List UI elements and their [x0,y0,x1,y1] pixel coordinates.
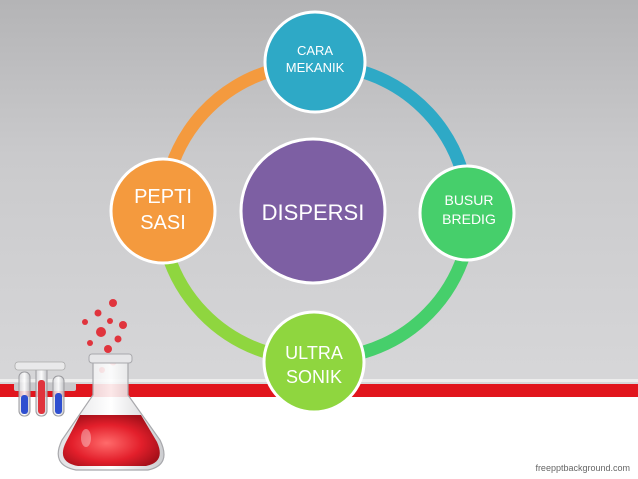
flask-liquid [62,415,160,466]
node-bottom-label-line1: ULTRA [285,343,343,363]
node-left-label-line1: PEPTI [134,186,192,208]
center-label: DISPERSI [262,200,365,225]
node-top-label-line1: CARA [297,43,333,58]
flask-neck-rim [88,353,133,364]
node-top-circle [263,10,367,114]
flask-illustration [14,299,165,471]
node-bottom-circle [262,310,366,414]
node-right-label-line1: BUSUR [444,192,493,208]
node-top: CARA MEKANIK [263,10,367,114]
node-right-label-line2: BREDIG [442,211,496,227]
ring-arc-right-bottom [357,241,473,359]
test-tubes [14,361,66,417]
center-circle [239,137,387,285]
node-right: BUSUR BREDIG [418,164,516,262]
node-left-circle [109,157,217,265]
node-left: PEPTI SASI [109,157,217,265]
ring-arc-bottom-left [159,241,273,359]
center-node: DISPERSI [239,137,387,285]
node-top-label-line2: MEKANIK [286,60,345,75]
node-bottom: ULTRA SONIK [262,310,366,414]
node-right-circle [418,164,516,262]
node-left-label-line2: SASI [140,212,186,234]
node-bottom-label-line2: SONIK [286,367,342,387]
watermark-text: freepptbackground.com [535,463,630,473]
